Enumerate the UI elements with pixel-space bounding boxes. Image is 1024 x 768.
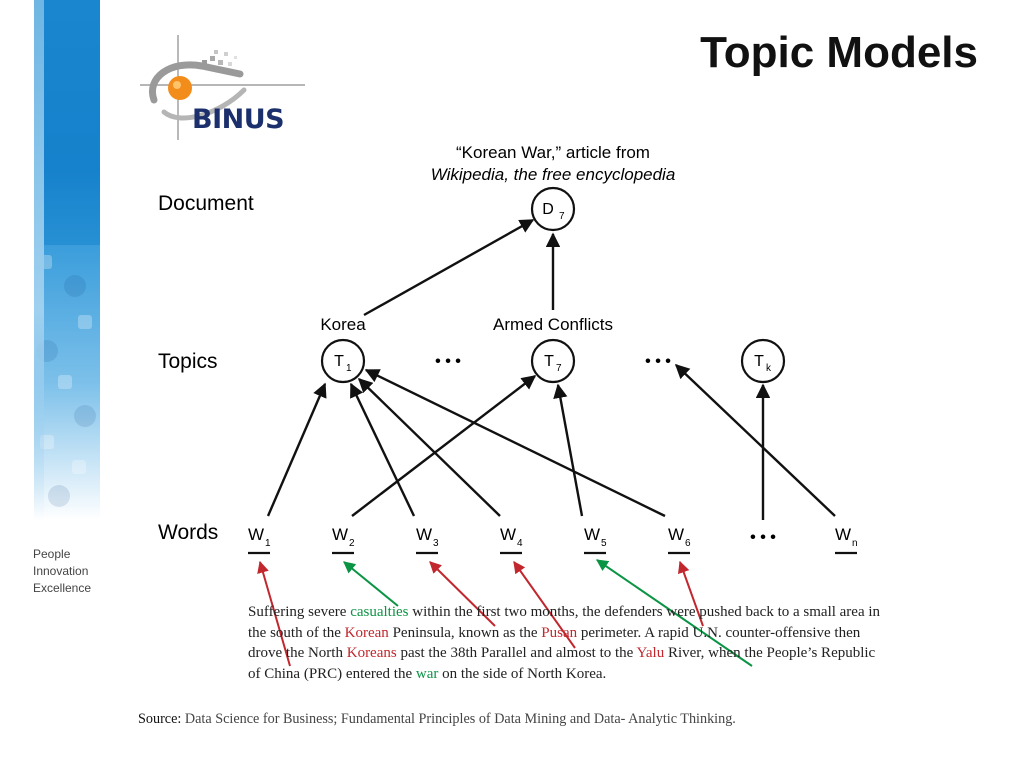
document-caption-line1: “Korean War,” article from (456, 143, 650, 162)
node-subscript: 7 (559, 211, 565, 222)
source-text: Data Science for Business; Fundamental P… (181, 711, 736, 727)
tagline-line: Excellence (33, 581, 92, 595)
topic-node-t1: T 1 (320, 338, 366, 384)
arrow-t1-to-d7 (363, 218, 535, 317)
topic-node-tk: T k (740, 338, 786, 384)
node-letter: T (544, 353, 554, 370)
arrow-w1-to-t1 (266, 382, 327, 517)
brand-strip (0, 0, 100, 768)
passage-text: Peninsula, known as the (388, 624, 542, 641)
topic-ellipsis-2: • • • (645, 353, 671, 370)
node-letter: W (332, 525, 348, 544)
highlight-word-koreans: Koreans (346, 645, 397, 662)
arrow-wn-to-t6 (674, 364, 836, 517)
node-subscript: 5 (601, 538, 607, 549)
brand-strip-pattern (34, 245, 100, 520)
node-subscript: 1 (346, 363, 352, 374)
topic-node-t7: T 7 (530, 338, 576, 384)
page-title: Topic Models (700, 28, 978, 77)
topic-label-korea: Korea (320, 315, 366, 334)
arrow-casualties-to-w2 (343, 561, 399, 607)
node-letter: W (248, 525, 264, 544)
topic-ellipsis-1: • • • (435, 353, 461, 370)
node-subscript: 2 (349, 538, 355, 549)
arrow-pusan-to-w6 (678, 560, 704, 627)
highlight-word-casualties: casualties (350, 604, 409, 620)
arrow-w5-to-t7 (553, 383, 584, 517)
document-node-d7: D 7 (530, 186, 576, 232)
node-letter: W (584, 525, 600, 544)
node-subscript: 1 (265, 538, 271, 549)
passage-text: Suffering severe (248, 604, 351, 620)
node-letter: T (334, 353, 344, 370)
word-node-w1: W 1 (248, 525, 271, 555)
node-subscript: 4 (517, 538, 523, 549)
highlight-word-war: war (415, 665, 439, 682)
binus-logo: BINUS (140, 30, 340, 145)
row-label-topics: Topics (158, 350, 218, 373)
highlight-word-pusan: Pusan (541, 624, 578, 641)
arrow-korean-to-w3 (429, 561, 496, 627)
brand-strip-highlight (34, 0, 44, 520)
node-letter: W (668, 525, 684, 544)
binus-logo-mark (140, 35, 305, 140)
node-letter: T (754, 353, 764, 370)
passage-text: past the 38th Parallel and almost to the (396, 645, 637, 662)
passage-text: perimeter. A rapid U.N. counter-offensiv… (248, 624, 861, 662)
word-ellipsis: • • • (750, 529, 776, 546)
arrow-w6-to-t1 (364, 368, 666, 518)
word-node-w4: W 4 (500, 525, 523, 555)
node-letter: W (835, 525, 851, 544)
arrow-war-to-w5 (596, 559, 753, 667)
node-subscript: k (766, 363, 772, 374)
node-subscript: n (852, 538, 858, 549)
tagline-line: People (33, 547, 71, 561)
node-letter: D (542, 201, 554, 218)
highlight-word-yalu: Yalu (636, 645, 665, 662)
topic-label-armed-conflicts: Armed Conflicts (493, 315, 613, 334)
node-letter: W (416, 525, 432, 544)
row-label-document: Document (158, 192, 254, 215)
passage-text: River, when the People’s Republic of Chi… (248, 645, 876, 682)
word-node-w5: W 5 (584, 525, 607, 555)
source-citation: Source: Data Science for Business; Funda… (138, 711, 736, 728)
arrow-w3-to-t1 (349, 382, 416, 517)
node-subscript: 6 (685, 538, 691, 549)
brand-tagline: People Innovation Excellence (33, 546, 91, 597)
word-node-w2: W 2 (332, 525, 355, 555)
article-passage: Suffering severe casualties within the f… (248, 602, 888, 684)
document-caption-line2: Wikipedia, the free encyclopedia (431, 165, 676, 184)
arrow-w2-to-t7 (351, 375, 537, 517)
passage-text: within the first two months, the defende… (248, 604, 881, 641)
node-letter: W (500, 525, 516, 544)
logo-wordmark: BINUS (192, 104, 285, 135)
highlight-word-korean: Korean (344, 624, 389, 641)
node-subscript: 7 (556, 363, 562, 374)
source-label: Source: (138, 711, 182, 727)
brand-strip-band (34, 0, 100, 280)
word-node-w3: W 3 (416, 525, 439, 555)
node-subscript: 3 (433, 538, 439, 549)
arrow-koreans-to-w4 (513, 561, 576, 649)
arrow-yalu-to-w1 (257, 560, 291, 667)
arrow-w4-to-t1 (357, 377, 501, 517)
word-node-w6: W 6 (668, 525, 691, 555)
row-label-words: Words (158, 521, 218, 544)
passage-text: on the side of North Korea. (438, 665, 607, 682)
word-node-wn: W n (835, 525, 858, 555)
tagline-line: Innovation (33, 564, 89, 578)
